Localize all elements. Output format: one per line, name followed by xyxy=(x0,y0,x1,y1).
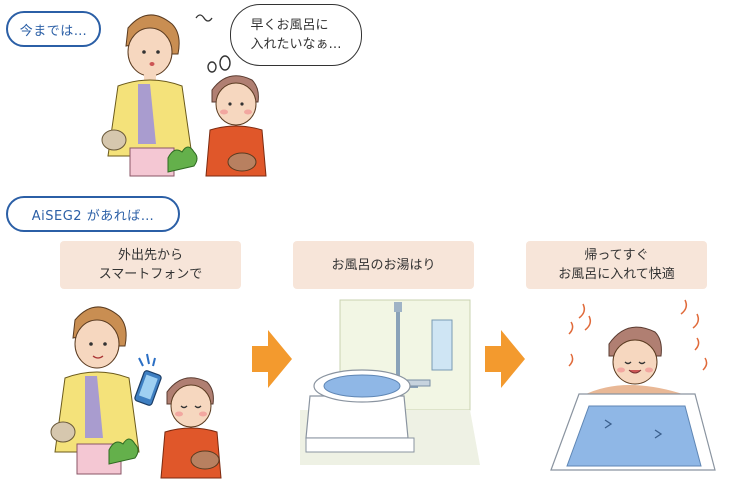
step-2-caption: お風呂のお湯はり xyxy=(293,241,474,289)
bathtub-illustration xyxy=(300,299,480,465)
boy-in-bath-illustration xyxy=(550,299,716,471)
mother-worried-illustration xyxy=(101,14,198,177)
step-1-caption: 外出先から スマートフォンで xyxy=(60,241,241,289)
before-label: 今までは… xyxy=(6,11,101,47)
boy-illustration xyxy=(205,75,267,177)
mother-with-smartphone-illustration xyxy=(50,306,222,479)
smartphone-icon xyxy=(134,370,162,406)
steam-icon xyxy=(568,299,708,371)
arrow-right-icon xyxy=(485,330,525,388)
arrow-right-icon xyxy=(252,330,292,388)
step-3-caption: 帰ってすぐ お風呂に入れて快適 xyxy=(526,241,707,289)
thought-bubble: 早くお風呂に 入れたいなぁ… xyxy=(230,4,362,66)
after-label: AiSEG2 があれば… xyxy=(6,196,180,232)
